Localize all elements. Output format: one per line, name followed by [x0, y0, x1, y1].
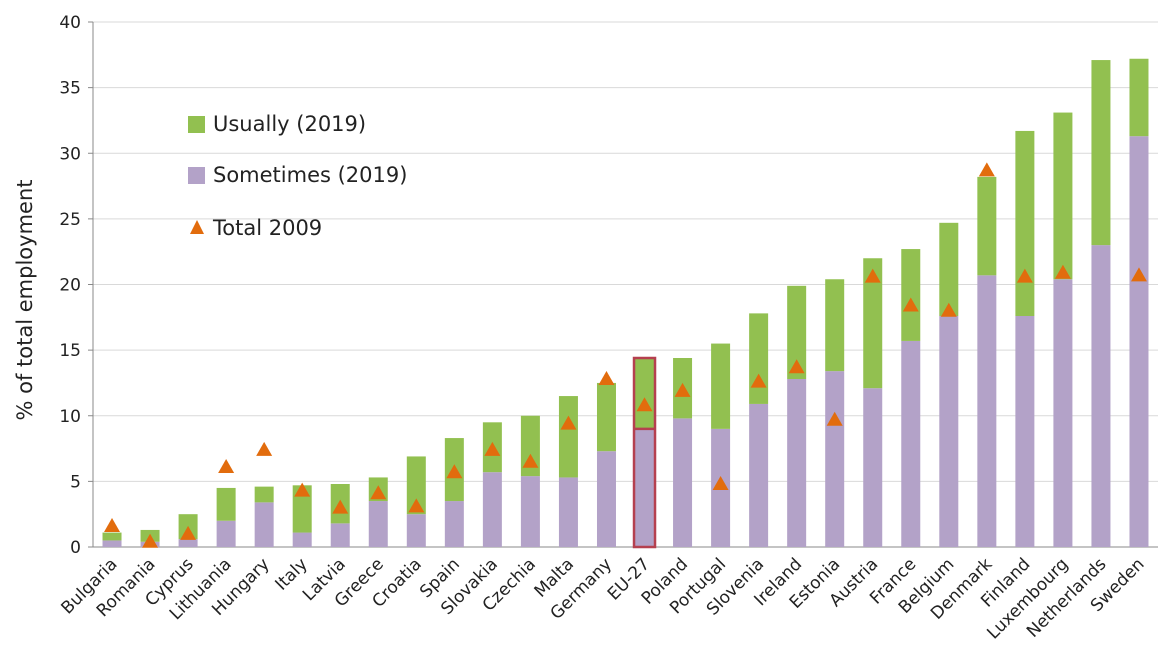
bar-sometimes-lithuania — [216, 520, 236, 547]
bars — [102, 58, 1149, 549]
bar-sometimes-belgium — [939, 316, 959, 547]
bar-sometimes-poland — [673, 418, 693, 547]
bar-sometimes-cyprus — [178, 539, 198, 547]
bar-sometimes-latvia — [330, 523, 350, 547]
bar-usually-croatia — [406, 456, 426, 515]
bar-usually-belgium — [939, 222, 959, 316]
marker-total-2009-finland — [1016, 268, 1033, 283]
y-tick-label: 10 — [59, 407, 81, 427]
legend-label-total-2009: Total 2009 — [212, 216, 322, 240]
marker-total-2009-slovenia — [750, 373, 767, 388]
bar-usually-germany — [596, 382, 616, 452]
bar-sometimes-czechia — [520, 476, 540, 547]
bar-sometimes-greece — [368, 501, 388, 547]
marker-total-2009-cyprus — [180, 525, 197, 540]
y-tick-label: 0 — [70, 538, 81, 558]
marker-total-2009-latvia — [332, 499, 349, 514]
marker-total-2009-slovakia — [484, 441, 501, 456]
bar-sometimes-croatia — [406, 514, 426, 547]
marker-total-2009-estonia — [826, 411, 843, 426]
bar-sometimes-spain — [444, 501, 464, 547]
marker-total-2009-austria — [864, 268, 881, 283]
bar-usually-denmark — [977, 176, 997, 276]
y-tick-label: 5 — [70, 472, 81, 492]
y-axis-title: % of total employment — [13, 180, 37, 421]
bar-sometimes-netherlands — [1091, 245, 1111, 547]
bar-sometimes-slovenia — [749, 403, 769, 547]
bar-sometimes-italy — [292, 532, 312, 547]
bar-sometimes-france — [901, 340, 921, 547]
x-axis-ticks: BulgariaRomaniaCyprusLithuaniaHungaryIta… — [58, 554, 1149, 643]
marker-total-2009-poland — [674, 382, 691, 397]
marker-total-2009-germany — [598, 371, 615, 385]
bar-usually-ireland — [787, 285, 807, 379]
marker-total-2009-belgium — [940, 302, 957, 317]
bar-sometimes-malta — [558, 477, 578, 547]
bar-usually-bulgaria — [102, 532, 122, 541]
y-tick-label: 40 — [59, 13, 81, 33]
bar-sometimes-hungary — [254, 502, 274, 547]
legend-label-usually: Usually (2019) — [213, 112, 366, 136]
bar-usually-hungary — [254, 486, 274, 503]
marker-total-2009-luxembourg — [1054, 264, 1071, 279]
bar-sometimes-ireland — [787, 379, 807, 547]
bar-usually-france — [901, 249, 921, 341]
marker-total-2009-lithuania — [218, 458, 235, 473]
legend-swatch-sometimes — [188, 167, 205, 184]
legend: Usually (2019) Sometimes (2019) Total 20… — [188, 112, 407, 240]
y-tick-label: 20 — [59, 276, 81, 296]
bar-sometimes-sweden — [1129, 136, 1149, 547]
marker-total-2009-croatia — [408, 498, 425, 513]
marker-total-2009-eu-27 — [636, 397, 653, 412]
marker-total-2009-sweden — [1130, 267, 1147, 282]
bar-usually-czechia — [520, 415, 540, 477]
bar-usually-lithuania — [216, 487, 236, 521]
marker-total-2009-greece — [370, 485, 387, 500]
gridlines — [93, 21, 1158, 482]
bar-usually-finland — [1015, 130, 1035, 316]
legend-label-sometimes: Sometimes (2019) — [213, 163, 407, 187]
marker-total-2009-spain — [446, 464, 463, 479]
y-tick-label: 15 — [59, 341, 81, 361]
bar-usually-luxembourg — [1053, 112, 1073, 280]
bar-sometimes-austria — [863, 388, 883, 547]
marker-total-2009-malta — [560, 415, 577, 430]
legend-swatch-usually — [188, 116, 205, 133]
bar-usually-malta — [558, 396, 578, 478]
bar-usually-italy — [292, 485, 312, 533]
bar-sometimes-eu-27 — [635, 428, 655, 547]
marker-total-2009-romania — [142, 533, 159, 548]
bar-usually-sweden — [1129, 58, 1149, 137]
bar-sometimes-luxembourg — [1053, 279, 1073, 547]
bar-usually-slovenia — [749, 313, 769, 404]
bar-usually-eu-27 — [635, 358, 655, 429]
total-2009-markers — [104, 162, 1147, 548]
marker-total-2009-hungary — [256, 441, 273, 456]
bar-sometimes-estonia — [825, 371, 845, 547]
y-tick-label: 25 — [59, 210, 81, 230]
y-tick-label: 35 — [59, 79, 81, 99]
marker-total-2009-denmark — [978, 162, 995, 177]
marker-total-2009-bulgaria — [104, 518, 121, 532]
bar-sometimes-germany — [596, 451, 616, 547]
legend-marker-total-2009 — [190, 220, 204, 234]
bar-sometimes-slovakia — [482, 472, 502, 547]
bar-usually-austria — [863, 258, 883, 389]
highlight-box-eu27 — [632, 356, 657, 549]
bar-sometimes-bulgaria — [102, 540, 122, 547]
y-tick-label: 30 — [59, 144, 81, 164]
bar-usually-netherlands — [1091, 60, 1111, 246]
marker-total-2009-ireland — [788, 359, 805, 374]
marker-total-2009-italy — [294, 482, 311, 497]
bar-sometimes-denmark — [977, 275, 997, 547]
marker-total-2009-france — [902, 297, 919, 312]
bar-usually-portugal — [711, 343, 731, 429]
bar-sometimes-finland — [1015, 316, 1035, 547]
y-axis-ticks: 0 5 10 15 20 25 30 35 40 — [59, 13, 93, 558]
marker-total-2009-portugal — [712, 476, 729, 490]
bar-usually-estonia — [825, 279, 845, 372]
marker-total-2009-czechia — [522, 453, 539, 468]
